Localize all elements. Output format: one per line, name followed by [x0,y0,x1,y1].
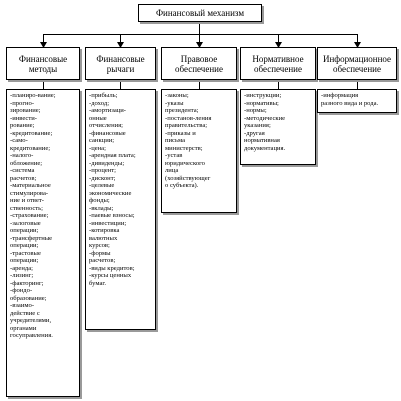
list-item: -финансовые санкции; [89,129,126,145]
list-item: -виды кредитов; [89,264,135,272]
list-item: -дисконт; [89,174,116,182]
header-regulatory-support: Нормативное обеспечение [240,47,316,80]
list-item: -налого- обложение; [10,152,43,167]
list-item: -устав юридического лица (хозяйствующег … [165,152,211,189]
header-title: Информационное обеспечение [322,53,391,74]
header-title: Правовое обеспечение [175,53,223,74]
list-item: -взаимо- действие с учредителями, органа… [10,302,53,339]
list-legal-support: -законы; -указы президента; -постанов-ле… [161,89,237,213]
header-title: Нормативное обеспечение [252,53,304,74]
list-item: -прибыль; [89,92,118,99]
list-item: -дивиденды; [89,159,125,167]
header-information-support: Информационное обеспечение [317,47,397,80]
list-item: -паевые взносы; [89,212,135,219]
list-item: -залоговые операции; [10,219,41,235]
list-item: -методические указания; [244,114,286,130]
root-title: Финансовый механизм [155,8,245,18]
arrowhead-2 [117,42,124,48]
list-item: -материальное стимулирова- ние и ответ- … [10,182,51,212]
list-item: -постанов-ления правительства; [165,114,212,130]
list-item: -факторинг; [10,279,44,287]
list-item: -аренда; [10,264,33,272]
list-item: -инвестиции; [89,219,127,227]
list-item: -приказы и письма министерств; [165,129,203,152]
list-item: -нормы; [244,107,267,114]
list-item: -информация разного вида и рода. [321,92,379,107]
list-item: -нормативы; [244,99,279,107]
list-item: -трансфертные операции; [10,234,53,250]
list-financial-levers: -прибыль; -доход; -амортизаци- онные отч… [85,89,156,330]
list-item: -вклады; [89,204,114,212]
list-item: -страхование; [10,212,49,219]
list-item: -лизинг; [10,272,34,279]
list-item: -инвести- рование; [10,114,37,130]
header-financial-methods: Финансовые методы [6,47,80,80]
list-item: -процент; [89,167,117,174]
list-item: -целевые экономические фонды; [89,182,132,204]
list-item: -инструкции; [244,92,282,99]
header-legal-support: Правовое обеспечение [161,47,237,80]
list-information-support: -информация разного вида и рода. [317,89,397,113]
list-item: -курсы ценных бумаг. [89,272,132,287]
list-item: -кредитование; [10,129,53,137]
list-item: -котировка валютных курсов; [89,227,120,249]
header-financial-levers: Финансовые рычаги [85,47,156,80]
list-financial-methods: -планиро-вание; -прогно- зирование; -инв… [6,89,80,397]
list-item: -само- кредитование; [10,137,51,152]
header-title: Финансовые рычаги [96,53,145,74]
list-item: -трастовые операции; [10,249,41,265]
arrowhead-5 [354,42,361,48]
list-item: -другая нормативная документация. [244,129,286,152]
root-box: Финансовый механизм [138,4,262,22]
list-item: -цена; [89,144,106,152]
list-item: -планиро-вание; [10,92,56,99]
list-item: -фондо- образование; [10,287,47,302]
arrowhead-1 [40,42,47,48]
list-regulatory-support: -инструкции; -нормативы; -нормы; -методи… [240,89,316,165]
list-item: -формы расчетов; [89,249,116,265]
header-title: Финансовые методы [18,53,68,74]
list-item: -прогно- зирование; [10,99,41,115]
list-item: -система расчетов; [10,167,37,182]
list-item: -доход; [89,99,110,107]
arrowhead-4 [275,42,282,48]
list-item: -арендная плата; [89,152,136,159]
list-item: -амортизаци- онные отчисления; [89,107,126,129]
arrowhead-3 [196,42,203,48]
list-item: -законы; [165,92,189,99]
list-item: -указы президента; [165,99,199,115]
